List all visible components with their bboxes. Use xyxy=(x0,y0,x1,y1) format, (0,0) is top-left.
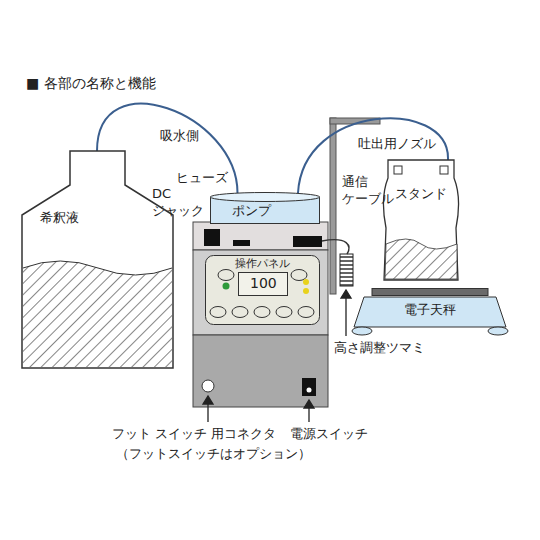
part-name: 高さ調整ツマミ xyxy=(334,340,425,357)
stand: スタンド xyxy=(378,158,464,282)
operation-panel: 操作パネル 100 xyxy=(205,255,320,325)
foot-switch-connector xyxy=(202,380,214,392)
callout-arrows xyxy=(203,290,351,422)
pump-head: ポンプ xyxy=(210,192,320,224)
dc-jack xyxy=(204,229,220,246)
electronic-balance: 電子天秤 xyxy=(350,288,510,336)
height-knob xyxy=(340,254,353,286)
bottle-outline xyxy=(20,150,175,370)
unit-body xyxy=(193,250,328,335)
node-label: ポンプ xyxy=(232,203,271,219)
unit-base xyxy=(193,335,328,407)
fuse xyxy=(233,240,250,246)
power-switch xyxy=(302,378,316,396)
stand-pole xyxy=(330,118,336,294)
panel-display: 100 xyxy=(238,272,288,296)
part-name: ヒューズ xyxy=(176,170,228,187)
comm-cable xyxy=(322,240,349,254)
page-title: ■ 各部の名称と機能 xyxy=(26,74,156,92)
part-name: 吐出用ノズル xyxy=(358,136,436,153)
stand-outline xyxy=(378,158,464,282)
part-name: 通信 ケーブル xyxy=(342,174,394,208)
node-label: スタンド xyxy=(395,186,447,202)
power-switch-mark xyxy=(307,388,312,393)
tube-side-label: 吸水側 xyxy=(160,128,199,145)
part-name: フット スイッチ 用コネクタ xyxy=(112,426,276,443)
bottle: 希釈液 xyxy=(20,150,175,370)
unit-top xyxy=(193,222,328,250)
node-label: 電子天秤 xyxy=(404,302,456,318)
comm-connector xyxy=(293,236,322,247)
part-name: DC ジャック xyxy=(152,186,204,220)
part-name: 電源スイッチ xyxy=(290,426,368,443)
node-label: 操作パネル xyxy=(235,257,290,270)
note: （フットスイッチはオプション） xyxy=(116,446,311,463)
node-label: 100 xyxy=(250,275,277,292)
node-label: 希釈液 xyxy=(40,210,79,226)
